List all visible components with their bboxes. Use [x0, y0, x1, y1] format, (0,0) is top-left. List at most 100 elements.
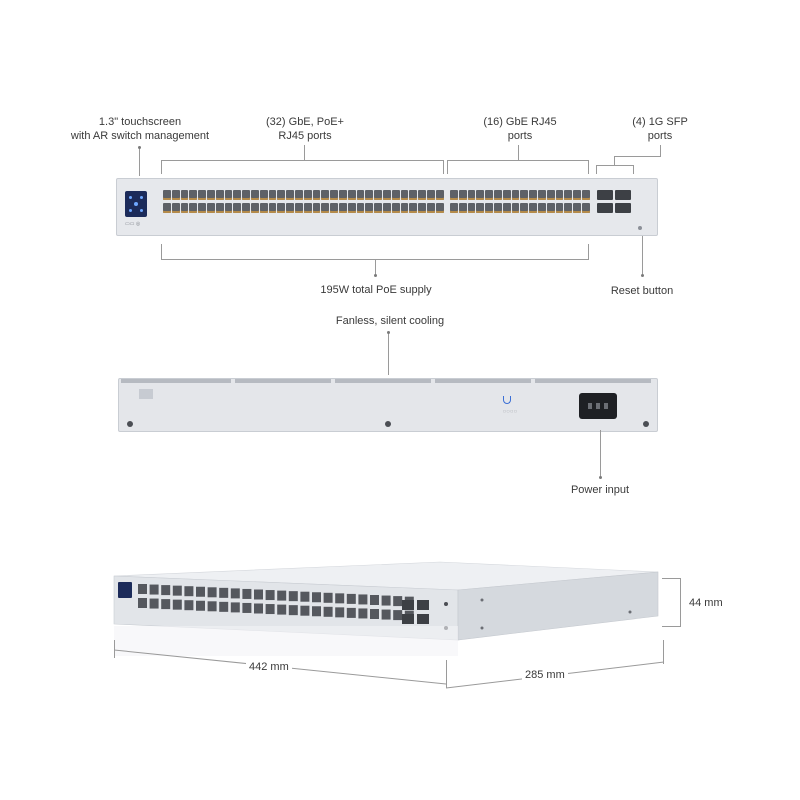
- rj45-port[interactable]: [502, 203, 511, 213]
- rj45-port[interactable]: [356, 190, 365, 200]
- rj45-port[interactable]: [467, 190, 476, 200]
- rj45-port[interactable]: [564, 190, 573, 200]
- rj45-port[interactable]: [330, 203, 338, 213]
- rj45-port[interactable]: [180, 190, 189, 200]
- rj45-port[interactable]: [347, 190, 356, 200]
- rj45-port[interactable]: [242, 190, 250, 200]
- rj45-port[interactable]: [365, 203, 374, 213]
- rj45-port[interactable]: [206, 190, 215, 200]
- rj45-port[interactable]: [224, 203, 233, 213]
- rj45-port[interactable]: [537, 190, 546, 200]
- rj45-port[interactable]: [391, 190, 400, 200]
- rj45-port[interactable]: [529, 190, 537, 200]
- rj45-port[interactable]: [338, 203, 347, 213]
- rj45-port[interactable]: [259, 190, 268, 200]
- rj45-port[interactable]: [400, 203, 409, 213]
- rj45-port[interactable]: [511, 190, 520, 200]
- rj45-port[interactable]: [233, 190, 242, 200]
- reset-button[interactable]: [638, 226, 642, 230]
- rj45-port[interactable]: [250, 190, 259, 200]
- rj45-port[interactable]: [171, 190, 180, 200]
- rj45-port[interactable]: [374, 203, 382, 213]
- rj45-port[interactable]: [268, 190, 277, 200]
- rj45-port[interactable]: [303, 203, 312, 213]
- rj45-port[interactable]: [224, 190, 233, 200]
- rj45-port[interactable]: [356, 203, 365, 213]
- rj45-port[interactable]: [312, 203, 321, 213]
- rj45-port[interactable]: [520, 190, 529, 200]
- power-inlet[interactable]: [579, 393, 617, 419]
- rj45-port[interactable]: [233, 203, 242, 213]
- rj45-port[interactable]: [458, 190, 467, 200]
- rj45-port[interactable]: [374, 190, 382, 200]
- rj45-port[interactable]: [537, 203, 546, 213]
- rj45-port[interactable]: [426, 190, 435, 200]
- rj45-port[interactable]: [268, 203, 277, 213]
- rj45-port[interactable]: [418, 190, 426, 200]
- rj45-port[interactable]: [493, 203, 502, 213]
- rj45-port[interactable]: [303, 190, 312, 200]
- rj45-port[interactable]: [321, 190, 330, 200]
- rj45-port[interactable]: [529, 203, 537, 213]
- rj45-port[interactable]: [198, 190, 206, 200]
- rj45-port[interactable]: [242, 203, 250, 213]
- rj45-port[interactable]: [365, 190, 374, 200]
- rj45-port[interactable]: [400, 190, 409, 200]
- rj45-port[interactable]: [546, 190, 555, 200]
- rj45-port[interactable]: [347, 203, 356, 213]
- rj45-port[interactable]: [493, 190, 502, 200]
- rj45-port[interactable]: [286, 190, 294, 200]
- rj45-port[interactable]: [476, 203, 485, 213]
- rj45-port[interactable]: [277, 203, 286, 213]
- rj45-port[interactable]: [163, 190, 171, 200]
- rj45-port[interactable]: [409, 203, 418, 213]
- rj45-port[interactable]: [294, 203, 303, 213]
- rj45-port[interactable]: [215, 203, 224, 213]
- rj45-port[interactable]: [450, 190, 458, 200]
- rj45-port[interactable]: [250, 203, 259, 213]
- rj45-port[interactable]: [485, 203, 493, 213]
- rj45-port[interactable]: [189, 190, 198, 200]
- rj45-port[interactable]: [259, 203, 268, 213]
- rj45-port[interactable]: [277, 190, 286, 200]
- rj45-port[interactable]: [467, 203, 476, 213]
- rj45-port[interactable]: [555, 190, 564, 200]
- rj45-port[interactable]: [458, 203, 467, 213]
- rj45-port[interactable]: [485, 190, 493, 200]
- rj45-port[interactable]: [391, 203, 400, 213]
- sfp-port[interactable]: [597, 203, 613, 213]
- rj45-port[interactable]: [511, 203, 520, 213]
- rj45-port[interactable]: [286, 203, 294, 213]
- rj45-port[interactable]: [564, 203, 573, 213]
- rj45-port[interactable]: [546, 203, 555, 213]
- rj45-port[interactable]: [189, 203, 198, 213]
- rj45-port[interactable]: [435, 190, 444, 200]
- rj45-port[interactable]: [338, 190, 347, 200]
- rj45-port[interactable]: [171, 203, 180, 213]
- rj45-port[interactable]: [294, 190, 303, 200]
- rj45-port[interactable]: [382, 203, 391, 213]
- rj45-port[interactable]: [409, 190, 418, 200]
- rj45-port[interactable]: [555, 203, 564, 213]
- rj45-port[interactable]: [520, 203, 529, 213]
- rj45-port[interactable]: [435, 203, 444, 213]
- rj45-port[interactable]: [502, 190, 511, 200]
- rj45-port[interactable]: [573, 203, 581, 213]
- rj45-port[interactable]: [215, 190, 224, 200]
- rj45-port[interactable]: [581, 203, 590, 213]
- rj45-port[interactable]: [330, 190, 338, 200]
- rj45-port[interactable]: [382, 190, 391, 200]
- rj45-port[interactable]: [476, 190, 485, 200]
- rj45-port[interactable]: [450, 203, 458, 213]
- rj45-port[interactable]: [573, 190, 581, 200]
- rj45-port[interactable]: [321, 203, 330, 213]
- rj45-port[interactable]: [426, 203, 435, 213]
- sfp-port[interactable]: [615, 203, 631, 213]
- sfp-port[interactable]: [597, 190, 613, 200]
- rj45-port[interactable]: [198, 203, 206, 213]
- touchscreen-display[interactable]: [125, 191, 147, 217]
- rj45-port[interactable]: [581, 190, 590, 200]
- rj45-port[interactable]: [418, 203, 426, 213]
- rj45-port[interactable]: [163, 203, 171, 213]
- rj45-port[interactable]: [206, 203, 215, 213]
